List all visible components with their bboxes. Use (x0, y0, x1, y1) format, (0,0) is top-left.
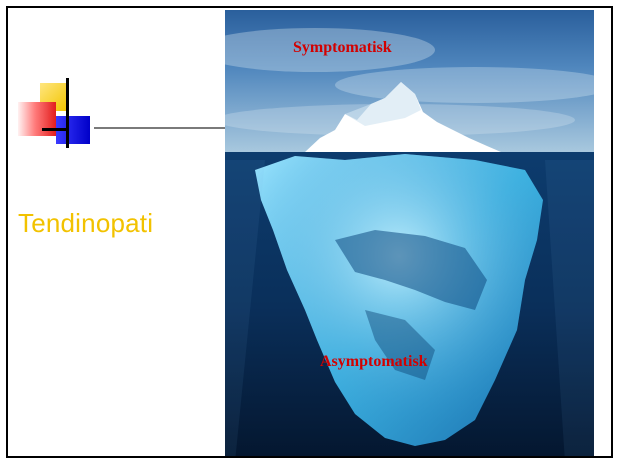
logo-vertical-line (66, 78, 69, 148)
title-divider-line (94, 127, 229, 129)
logo-horizontal-line (42, 128, 68, 131)
slide: Tendinopati (6, 6, 613, 458)
slide-title: Tendinopati (18, 208, 154, 238)
iceberg-photo (225, 10, 594, 456)
label-symptomatisk: Symptomatisk (293, 39, 392, 56)
label-asymptomatisk: Asymptomatisk (320, 353, 428, 370)
